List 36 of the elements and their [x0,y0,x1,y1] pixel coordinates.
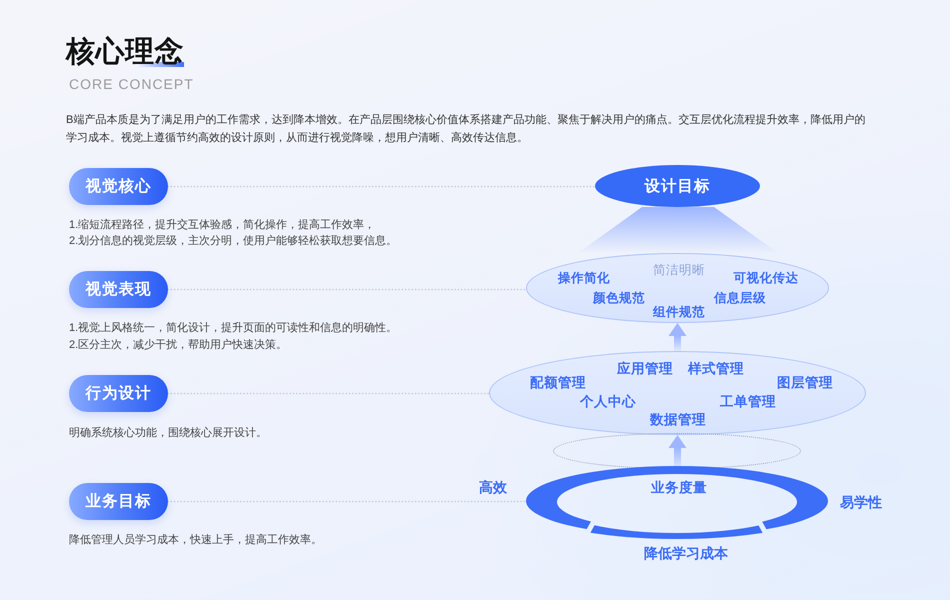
arrow [668,435,686,469]
description-text: 降低管理人员学习成本，快速上手，提高工作效率。 [69,532,322,548]
feature-label: 配额管理 [530,375,586,391]
description-text: 1.缩短流程路径，提升交互体验感，简化操作，提高工作效率， [69,218,376,233]
category-pill: 业务目标 [69,483,168,520]
intro-paragraph: B端产品本质是为了满足用户的工作需求，达到降本增效。在产品层围绕核心价值体系搭建产品功能、聚焦于解决用户的痛点。交互层优化流程提升效率，降低用户的学习成本。视觉上遵循节约高效的设计原则，从而进行视觉降噪，想用户清晰、高效传达信息。 [66,112,866,146]
arrow [668,323,686,351]
dotted-connector [167,392,490,394]
metric-title: 业务度量 [651,480,707,496]
category-pill: 视觉核心 [69,168,168,205]
description-text: 明确系统核心功能，围绕核心展开设计。 [69,426,267,441]
feature-label: 数据管理 [650,412,706,428]
principle-label: 颜色规范 [593,290,645,306]
feature-label: 个人中心 [580,394,636,410]
feature-label: 图层管理 [777,375,833,391]
description-text: 1.视觉上风格统一，简化设计，提升页面的可读性和信息的明确性。 [69,320,398,336]
category-pill: 行为设计 [69,375,168,412]
principle-label: 信息层级 [714,290,766,306]
category-pill: 视觉表现 [69,271,168,308]
metric-label: 易学性 [840,494,882,510]
feature-label: 样式管理 [688,361,744,377]
subtitle: CORE CONCEPT [69,76,194,92]
feature-label: 应用管理 [617,361,673,377]
layer-heading: 简洁明晰 [653,262,705,278]
metric-label: 降低学习成本 [644,544,728,562]
description-text: 2.划分信息的视觉层级，主次分明，使用户能够轻松获取想要信息。 [69,234,398,249]
dotted-connector [167,186,596,188]
dotted-connector [167,500,527,502]
metric-label: 高效 [479,478,507,496]
page-title: 核心理念 [66,34,184,70]
dotted-connector [167,288,527,290]
feature-label: 工单管理 [720,394,776,410]
principle-label: 可视化传达 [734,270,798,286]
description-text: 2.区分主次，减少干扰，帮助用户快速决策。 [69,338,288,353]
principle-label: 组件规范 [653,304,705,320]
principle-label: 操作简化 [558,270,610,286]
